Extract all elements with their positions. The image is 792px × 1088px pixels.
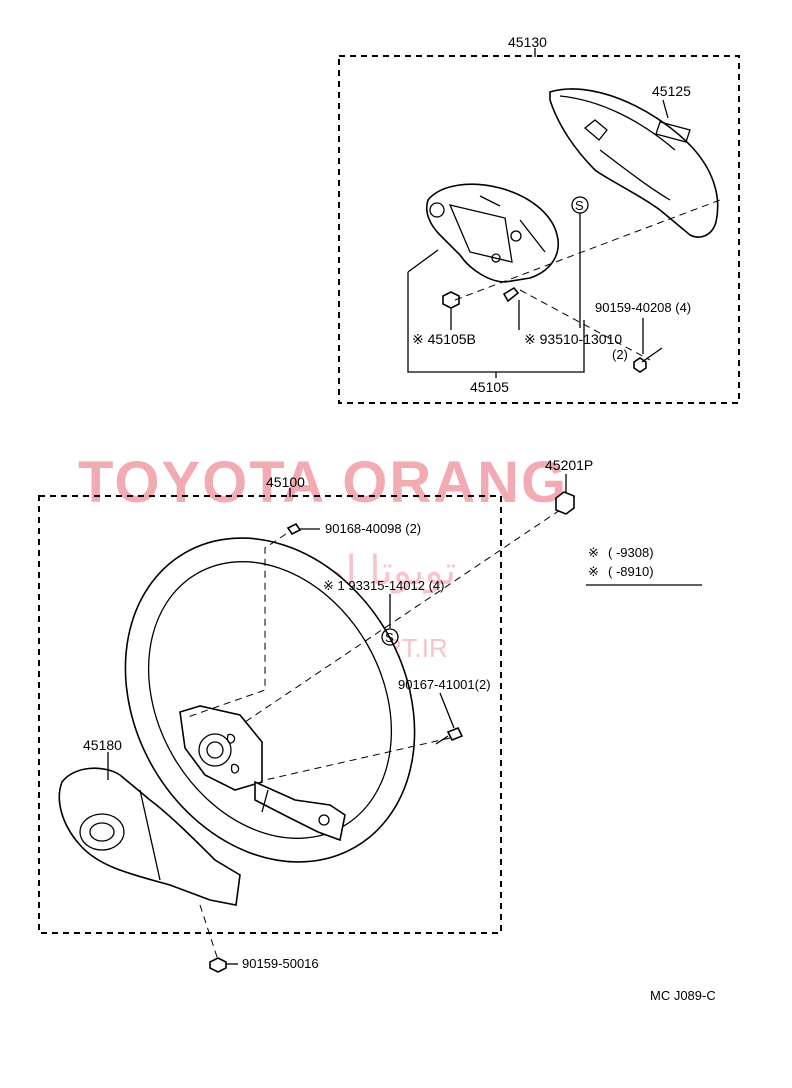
label-45105: 45105 bbox=[470, 379, 509, 395]
bolt-part bbox=[633, 347, 663, 373]
nut-45201P-part bbox=[555, 491, 575, 515]
lower-dashed-box bbox=[38, 495, 502, 934]
label-90159-40208: 90159-40208 (4) bbox=[595, 300, 691, 315]
steering-wheel-part bbox=[124, 537, 416, 863]
label-clip-qty: (2) bbox=[612, 347, 628, 362]
label-45105B: ※ 45105B bbox=[412, 331, 476, 347]
label-90159-50016: 90159-50016 bbox=[242, 956, 319, 971]
label-45125: 45125 bbox=[652, 83, 691, 99]
footer-code: MC J089-C bbox=[650, 988, 716, 1003]
label-90167-41001: 90167-41001(2) bbox=[398, 677, 491, 692]
label-93510-13010: ※ 93510-13010 bbox=[524, 331, 622, 347]
legend-row-1-text: ( -9308) bbox=[608, 545, 654, 560]
label-45180: 45180 bbox=[83, 737, 122, 753]
s-symbol-lower: S bbox=[385, 630, 394, 645]
screw-bottom-part bbox=[209, 957, 227, 973]
screw-top-part bbox=[286, 522, 320, 536]
lower-assembly-group: 45100 90168-40098 (2) ※ 1 93315-14012 (4… bbox=[38, 474, 561, 961]
rear-cover-part bbox=[58, 767, 241, 906]
bracket-bracket-lines bbox=[407, 272, 585, 373]
pad-bracket-part bbox=[425, 183, 559, 283]
label-45201P: 45201P bbox=[545, 457, 593, 473]
legend-row-2-symbol: ※ bbox=[588, 564, 599, 579]
clip-part bbox=[502, 286, 520, 303]
s-symbol-upper: S bbox=[575, 198, 584, 213]
legend-row-1-symbol: ※ bbox=[588, 545, 599, 560]
watermark-brand: TOYOTA ORANG bbox=[78, 450, 568, 515]
legend-row-2-text: ( -8910) bbox=[608, 564, 654, 579]
upper-dashed-box bbox=[338, 55, 740, 404]
label-93315-14012: ※ 1 93315-14012 (4) bbox=[323, 578, 444, 593]
nut-part bbox=[442, 291, 460, 309]
steering-pad-part bbox=[549, 88, 719, 238]
upper-assembly-group: 45130 45125 S bbox=[338, 34, 740, 404]
label-45130: 45130 bbox=[508, 34, 547, 50]
legend: ※ ( -9308) ※ ( -8910) bbox=[586, 545, 702, 586]
screw-right-part bbox=[435, 726, 464, 745]
s-symbol-lower-circle bbox=[381, 628, 399, 646]
label-90168-40098: 90168-40098 (2) bbox=[325, 521, 421, 536]
label-45100: 45100 bbox=[266, 474, 305, 490]
